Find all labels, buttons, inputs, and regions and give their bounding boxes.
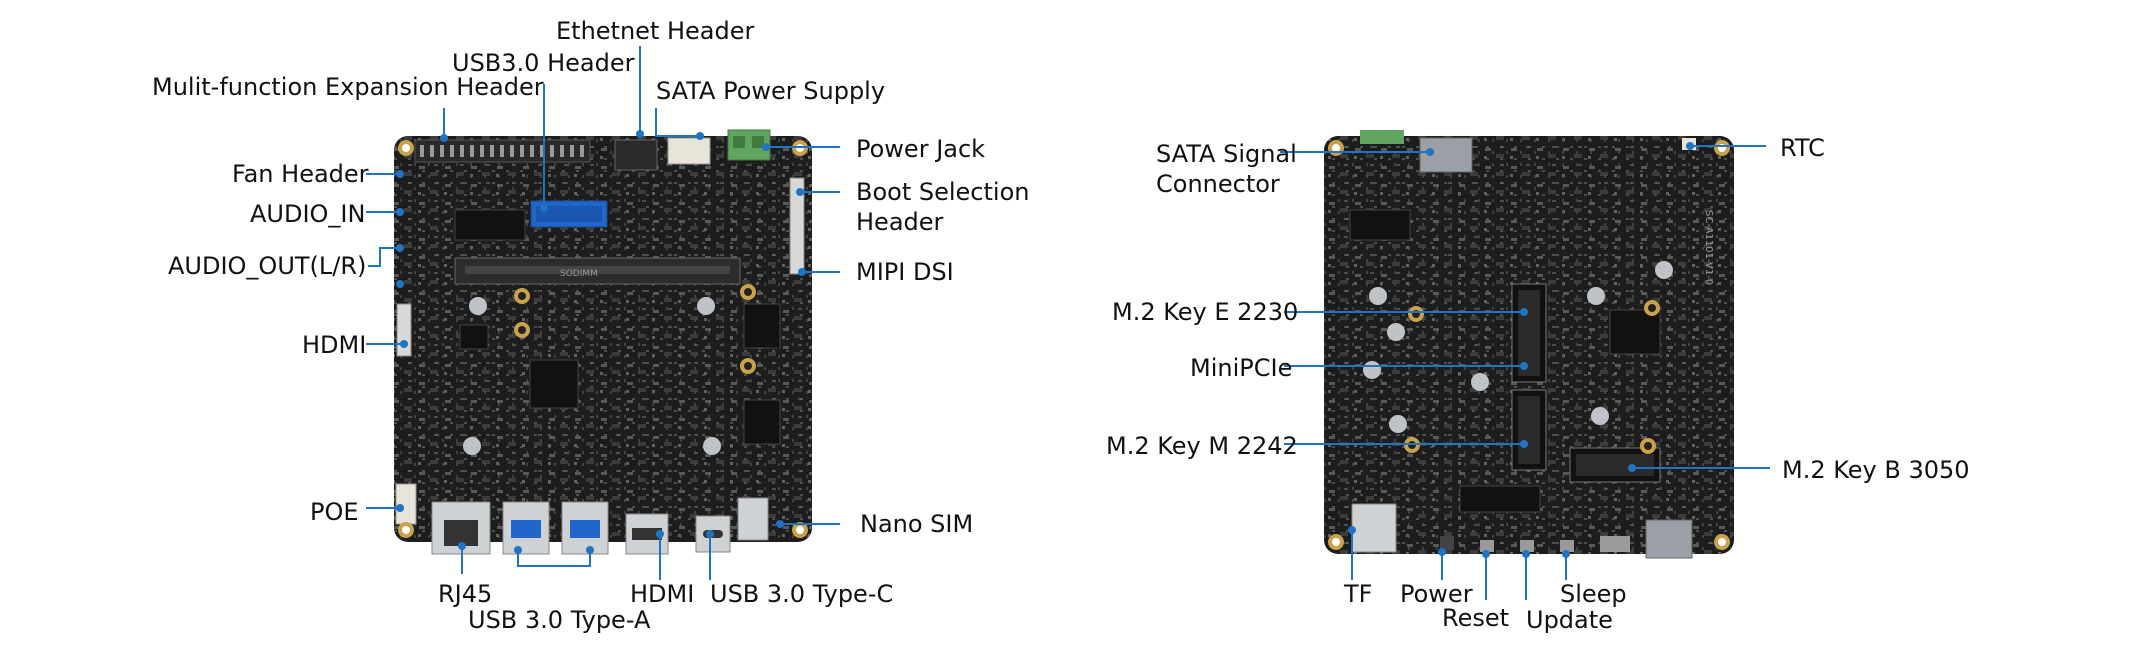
back-board: SC-A1101-V1-0 (1324, 130, 1734, 559)
label-sata-power-supply: SATA Power Supply (656, 77, 886, 105)
label-rj45: RJ45 (438, 580, 493, 608)
tf-slot (1351, 503, 1397, 553)
label-rtc: RTC (1780, 134, 1825, 162)
callout-dots (396, 130, 1694, 558)
label-ethernet-header: Ethetnet Header (556, 17, 755, 45)
sata-power-connector (667, 137, 711, 165)
label-reset: Reset (1442, 604, 1510, 632)
front-board: SODIMM (394, 129, 812, 555)
label-fan-header: Fan Header (232, 160, 369, 188)
label-boot-selection-1: Boot Selection (856, 178, 1030, 206)
label-audio-in: AUDIO_IN (250, 200, 366, 228)
label-tf: TF (1344, 580, 1373, 608)
board-id-silk: SC-A1101-V1-0 (1703, 210, 1714, 285)
mounting-holes-front (398, 140, 808, 538)
ethernet-header (614, 139, 658, 171)
label-poe: POE (310, 498, 359, 526)
label-m2-key-m: M.2 Key M 2242 (1106, 432, 1298, 460)
label-power-jack: Power Jack (856, 135, 986, 163)
label-power: Power (1400, 580, 1473, 608)
label-update: Update (1526, 606, 1613, 634)
label-mipi-dsi: MIPI DSI (856, 258, 954, 286)
label-hdmi-side: HDMI (302, 331, 367, 359)
label-boot-selection-2: Header (856, 208, 944, 236)
callout-lines (366, 46, 1770, 600)
label-usb30-header: USB3.0 Header (452, 49, 635, 77)
label-sata-signal-2: Connector (1156, 170, 1280, 198)
label-m2-key-b: M.2 Key B 3050 (1782, 456, 1970, 484)
label-hdmi-bottom: HDMI (630, 580, 695, 608)
ddr-silk-text: SODIMM (560, 269, 598, 279)
label-audio-out: AUDIO_OUT(L/R) (168, 252, 367, 280)
label-minipcie: MiniPCIe (1190, 354, 1293, 382)
label-sata-signal-1: SATA Signal (1156, 140, 1297, 168)
mipi-dsi-connector (789, 177, 805, 275)
label-sleep: Sleep (1560, 580, 1627, 608)
label-usb30-type-a: USB 3.0 Type-A (468, 606, 651, 634)
sim-slot (737, 497, 769, 541)
label-nano-sim: Nano SIM (860, 510, 974, 538)
poe-connector (395, 483, 417, 525)
label-m2-key-e: M.2 Key E 2230 (1112, 298, 1299, 326)
label-usb30-type-c: USB 3.0 Type-C (710, 580, 894, 608)
label-multifunction-header: Mulit-function Expansion Header (152, 73, 544, 101)
hdmi-side-connector (396, 303, 412, 357)
